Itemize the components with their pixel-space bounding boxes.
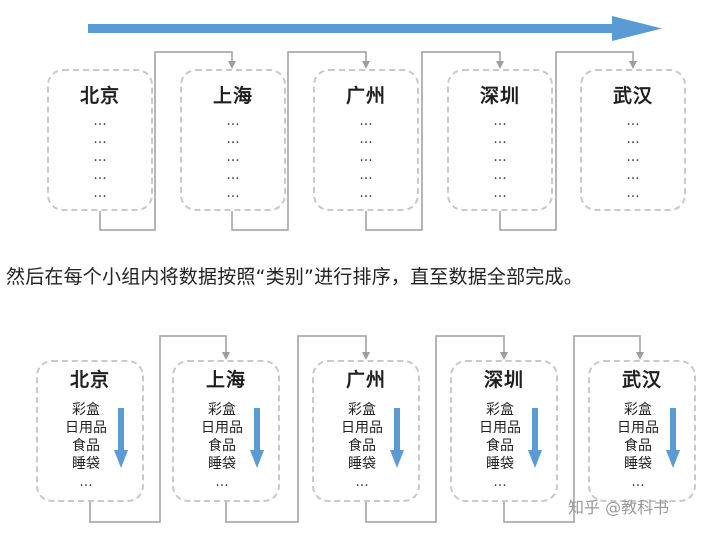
sort-down-arrow-icon bbox=[250, 408, 264, 468]
group-title: 深圳 bbox=[483, 369, 524, 391]
placeholder: ... bbox=[359, 149, 373, 165]
list-item: 食品 bbox=[486, 438, 514, 454]
sorted-group-box-shenzhen: 深圳 彩盒 日用品 食品 睡袋 ... bbox=[450, 360, 558, 502]
placeholder: ... bbox=[359, 113, 373, 129]
list-item: 睡袋 bbox=[72, 456, 100, 472]
placeholder: ... bbox=[626, 149, 640, 165]
sorted-item-list: 彩盒 日用品 食品 睡袋 ... bbox=[468, 401, 532, 491]
placeholder-list: ... ... ... ... ... bbox=[182, 112, 284, 202]
explanation-text: 然后在每个小组内将数据按照“类别”进行排序，直至数据全部完成。 bbox=[6, 266, 583, 288]
list-item: 日用品 bbox=[341, 420, 383, 436]
sorted-item-list: 彩盒 日用品 食品 睡袋 ... bbox=[54, 401, 118, 491]
list-item: 彩盒 bbox=[624, 402, 652, 418]
sorted-group-box-wuhan: 武汉 彩盒 日用品 食品 睡袋 ... bbox=[588, 360, 696, 502]
group-title: 上海 bbox=[212, 85, 253, 107]
list-item: 彩盒 bbox=[348, 402, 376, 418]
group-box-beijing: 北京 ... ... ... ... ... bbox=[47, 69, 153, 211]
group-box-shanghai: 上海 ... ... ... ... ... bbox=[180, 69, 286, 211]
placeholder: ... bbox=[626, 113, 640, 129]
list-item: 日用品 bbox=[479, 420, 521, 436]
list-item: 睡袋 bbox=[486, 456, 514, 472]
sorted-item-list: 彩盒 日用品 食品 睡袋 ... bbox=[606, 401, 670, 491]
sorted-group-box-shanghai: 上海 彩盒 日用品 食品 睡袋 ... bbox=[172, 360, 280, 502]
placeholder: ... bbox=[93, 149, 107, 165]
list-item: ... bbox=[355, 474, 369, 490]
group-box-shenzhen: 深圳 ... ... ... ... ... bbox=[447, 69, 553, 211]
placeholder: ... bbox=[626, 131, 640, 147]
placeholder: ... bbox=[493, 185, 507, 201]
sort-down-arrow-icon bbox=[114, 408, 128, 468]
sort-down-arrow-icon bbox=[666, 408, 680, 468]
placeholder-list: ... ... ... ... ... bbox=[315, 112, 417, 202]
placeholder: ... bbox=[226, 131, 240, 147]
list-item: 睡袋 bbox=[208, 456, 236, 472]
sorted-item-list: 彩盒 日用品 食品 睡袋 ... bbox=[330, 401, 394, 491]
group-title: 武汉 bbox=[621, 369, 662, 391]
list-item: 食品 bbox=[72, 438, 100, 454]
list-item: ... bbox=[493, 474, 507, 490]
sort-down-arrow-icon bbox=[390, 408, 404, 468]
group-title: 武汉 bbox=[612, 85, 653, 107]
list-item: 食品 bbox=[348, 438, 376, 454]
placeholder: ... bbox=[493, 113, 507, 129]
placeholder: ... bbox=[93, 185, 107, 201]
list-item: 日用品 bbox=[617, 420, 659, 436]
placeholder: ... bbox=[226, 113, 240, 129]
placeholder: ... bbox=[359, 131, 373, 147]
placeholder: ... bbox=[493, 149, 507, 165]
group-title: 广州 bbox=[345, 85, 386, 107]
sorted-item-list: 彩盒 日用品 食品 睡袋 ... bbox=[190, 401, 254, 491]
list-item: 彩盒 bbox=[72, 402, 100, 418]
placeholder: ... bbox=[226, 149, 240, 165]
group-box-wuhan: 武汉 ... ... ... ... ... bbox=[580, 69, 686, 211]
list-item: ... bbox=[631, 474, 645, 490]
list-item: 食品 bbox=[208, 438, 236, 454]
list-item: 日用品 bbox=[65, 420, 107, 436]
placeholder-list: ... ... ... ... ... bbox=[49, 112, 151, 202]
list-item: 彩盒 bbox=[486, 402, 514, 418]
placeholder: ... bbox=[626, 167, 640, 183]
placeholder: ... bbox=[493, 131, 507, 147]
placeholder-list: ... ... ... ... ... bbox=[449, 112, 551, 202]
list-item: ... bbox=[215, 474, 229, 490]
group-box-guangzhou: 广州 ... ... ... ... ... bbox=[313, 69, 419, 211]
group-title: 北京 bbox=[79, 85, 120, 107]
placeholder: ... bbox=[359, 185, 373, 201]
list-item: 睡袋 bbox=[348, 456, 376, 472]
list-item: 食品 bbox=[624, 438, 652, 454]
list-item: 日用品 bbox=[201, 420, 243, 436]
placeholder: ... bbox=[626, 185, 640, 201]
sorted-group-box-guangzhou: 广州 彩盒 日用品 食品 睡袋 ... bbox=[312, 360, 420, 502]
sort-down-arrow-icon bbox=[528, 408, 542, 468]
placeholder-list: ... ... ... ... ... bbox=[582, 112, 684, 202]
list-item: 彩盒 bbox=[208, 402, 236, 418]
row2-connector bbox=[89, 335, 644, 523]
group-title: 深圳 bbox=[479, 85, 520, 107]
placeholder: ... bbox=[93, 131, 107, 147]
placeholder: ... bbox=[359, 167, 373, 183]
group-title: 广州 bbox=[345, 369, 386, 391]
placeholder: ... bbox=[93, 167, 107, 183]
row1-connector bbox=[99, 51, 637, 231]
placeholder: ... bbox=[226, 185, 240, 201]
watermark-text: 知乎 @教科书 bbox=[568, 498, 670, 517]
placeholder: ... bbox=[226, 167, 240, 183]
placeholder: ... bbox=[493, 167, 507, 183]
top-progress-arrow bbox=[88, 16, 662, 41]
sorted-group-box-beijing: 北京 彩盒 日用品 食品 睡袋 ... bbox=[36, 360, 144, 502]
group-title: 上海 bbox=[205, 369, 246, 391]
placeholder: ... bbox=[93, 113, 107, 129]
list-item: ... bbox=[79, 474, 93, 490]
list-item: 睡袋 bbox=[624, 456, 652, 472]
group-title: 北京 bbox=[69, 369, 110, 391]
